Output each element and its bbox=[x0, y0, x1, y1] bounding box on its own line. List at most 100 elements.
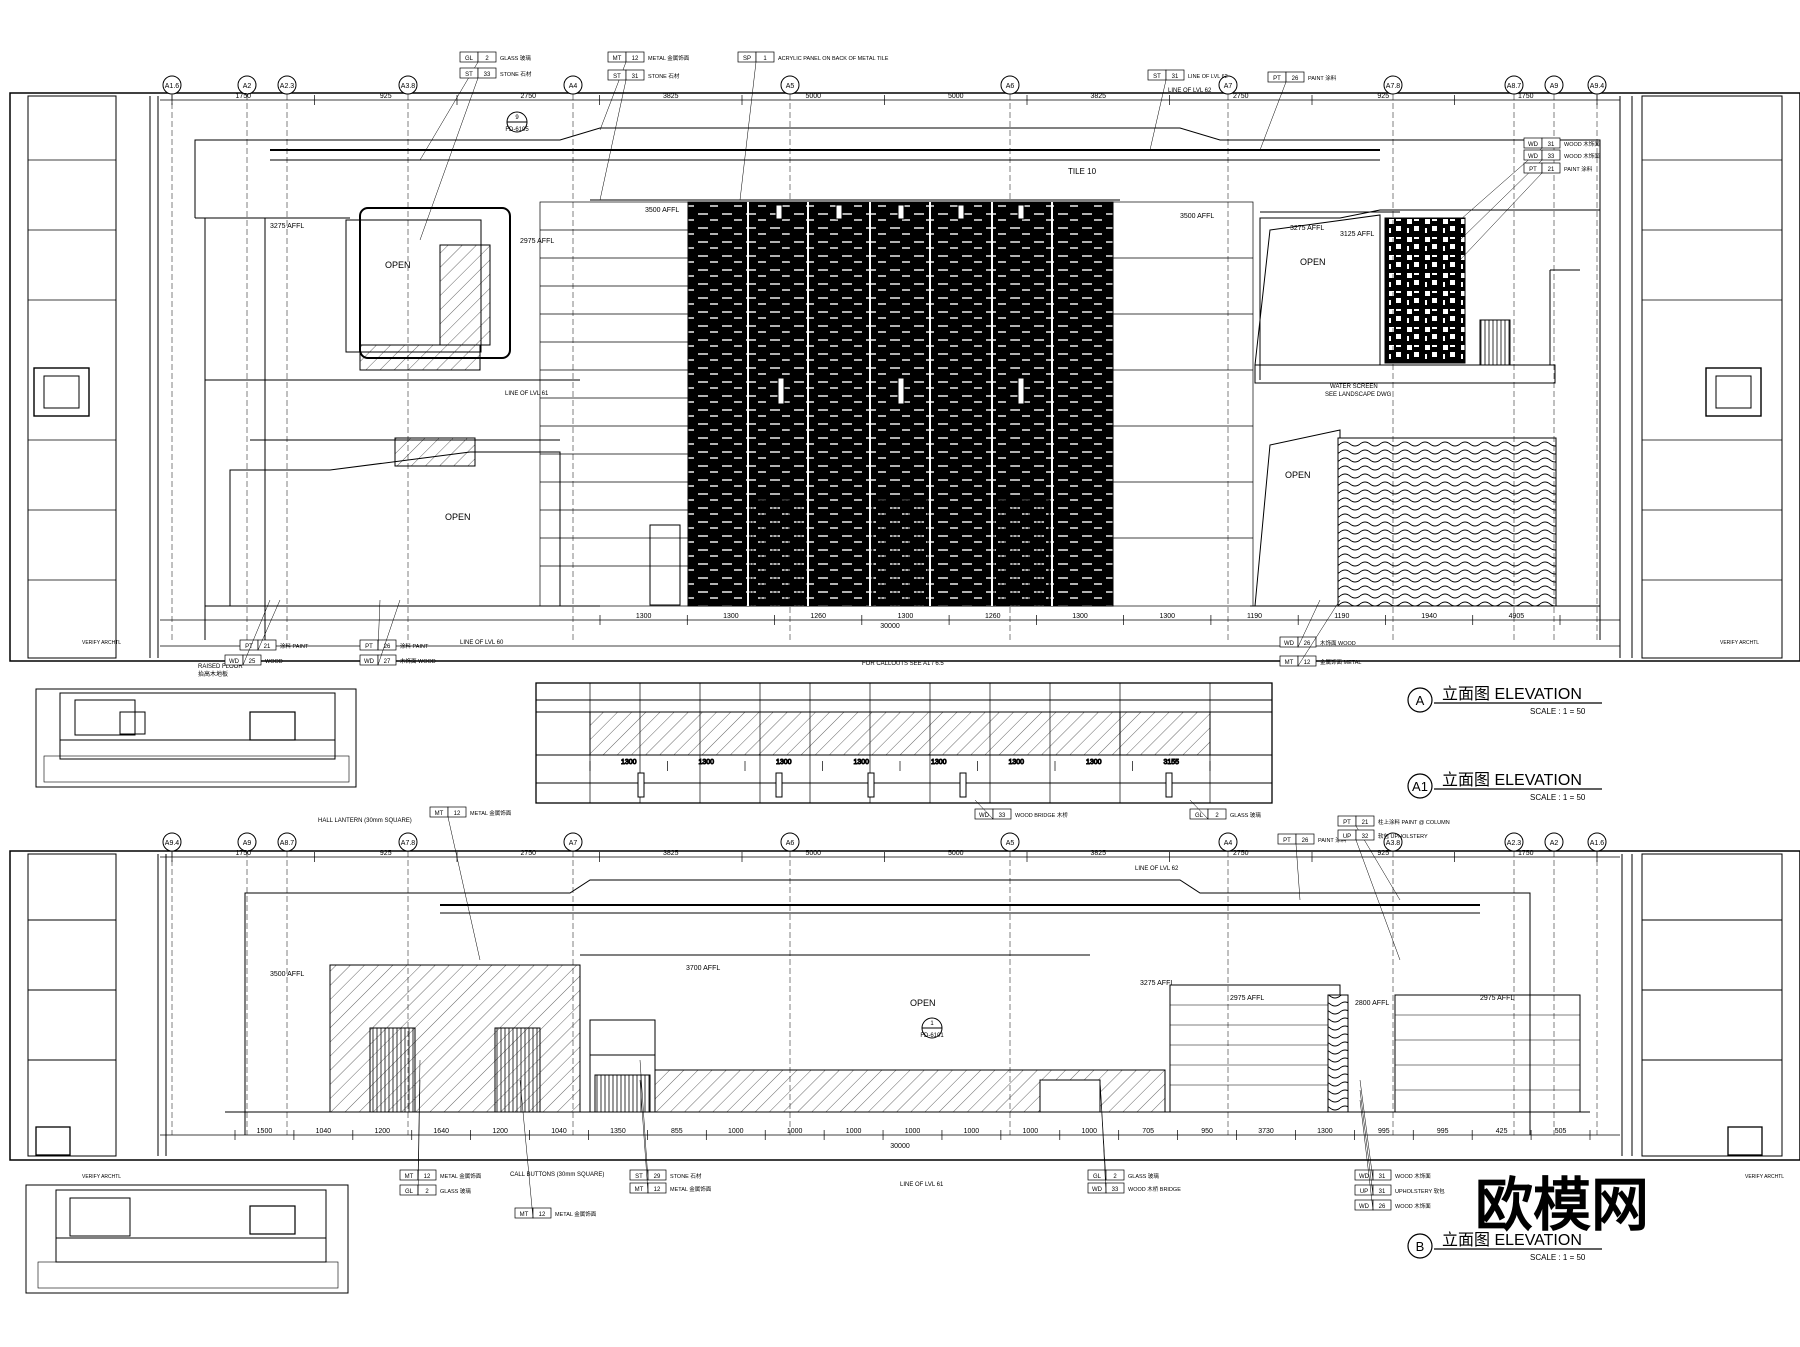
svg-text:WOOD 木桥 BRIDGE: WOOD 木桥 BRIDGE bbox=[1128, 1185, 1181, 1193]
svg-text:1: 1 bbox=[763, 56, 767, 62]
svg-text:32: 32 bbox=[1362, 834, 1369, 840]
section-callout-1: 1 FD-6101 bbox=[920, 1017, 944, 1039]
dimension-value: 1260 bbox=[985, 613, 1001, 620]
dimension-value: 1300 bbox=[1317, 1128, 1333, 1135]
svg-text:FD-6101: FD-6101 bbox=[920, 1033, 944, 1039]
dimension-value: 1040 bbox=[551, 1128, 567, 1135]
grid-bubble-a8-7: A8.7 bbox=[1504, 75, 1524, 640]
elevation-marker: B bbox=[1416, 1239, 1425, 1254]
dimension-value: 1300 bbox=[898, 613, 914, 620]
line-lvl-62-b: LINE OF LVL 62 bbox=[1135, 866, 1179, 872]
dimension-value: 1350 bbox=[610, 1128, 626, 1135]
svg-text:26: 26 bbox=[1292, 76, 1299, 82]
grid-label: A2 bbox=[243, 83, 252, 90]
dimension-value: 2750 bbox=[520, 93, 536, 100]
afl-b-5: 2800 AFFL bbox=[1355, 1000, 1389, 1007]
svg-text:木饰面 WOOD: 木饰面 WOOD bbox=[400, 657, 436, 665]
svg-text:LINE OF LVL 62: LINE OF LVL 62 bbox=[1188, 74, 1228, 80]
dimension-value: 925 bbox=[1377, 850, 1389, 857]
dimension-value: 3730 bbox=[1258, 1128, 1274, 1135]
grid-bubble-a4: A4 bbox=[1218, 832, 1238, 1135]
verify-b-2: VERIFY ARCHTL bbox=[1745, 1174, 1784, 1180]
afl-b-2: 3700 AFFL bbox=[686, 965, 720, 972]
svg-text:MT: MT bbox=[520, 1212, 529, 1218]
svg-text:PT: PT bbox=[1273, 76, 1281, 82]
svg-text:PT: PT bbox=[245, 644, 253, 650]
svg-text:WD: WD bbox=[1284, 641, 1295, 647]
grid-bubble-a7: A7 bbox=[563, 832, 583, 1135]
dimension-value: 3825 bbox=[1090, 850, 1106, 857]
dimension-value: 1500 bbox=[257, 1128, 273, 1135]
dimension-value: 1000 bbox=[905, 1128, 921, 1135]
dimension-value: 1190 bbox=[1334, 613, 1349, 620]
dimension-value: 5000 bbox=[948, 93, 964, 100]
grid-label: A8.7 bbox=[280, 840, 295, 847]
svg-text:GL: GL bbox=[1093, 1174, 1102, 1180]
afl-b-3: 3275 AFFL bbox=[1140, 980, 1174, 987]
svg-text:9: 9 bbox=[515, 115, 519, 121]
grid-label: A9.4 bbox=[1590, 83, 1605, 90]
grid-label: A9 bbox=[243, 840, 252, 847]
dimension-value: 1190 bbox=[1247, 613, 1262, 620]
dimension-value: 4905 bbox=[1509, 613, 1525, 620]
elevation-marker: A bbox=[1416, 693, 1425, 708]
svg-text:GLASS 玻璃: GLASS 玻璃 bbox=[500, 54, 531, 62]
svg-text:WD: WD bbox=[1528, 142, 1539, 148]
watermark-logo: 欧模网 bbox=[1475, 1173, 1649, 1238]
left-open-area bbox=[204, 207, 600, 640]
grid-bubble-a2: A2 bbox=[237, 75, 257, 640]
afl-label-5: 3275 AFFL bbox=[1290, 225, 1324, 232]
svg-text:33: 33 bbox=[484, 72, 491, 78]
svg-text:12: 12 bbox=[539, 1212, 546, 1218]
svg-text:STONE 石材: STONE 石材 bbox=[670, 1172, 702, 1180]
open-label-3: OPEN bbox=[1300, 257, 1326, 267]
svg-text:WOOD 木饰面: WOOD 木饰面 bbox=[1564, 152, 1600, 160]
svg-text:1: 1 bbox=[930, 1021, 934, 1027]
left-column-panel-b bbox=[27, 853, 167, 1157]
svg-text:涂料 PAINT: 涂料 PAINT bbox=[280, 642, 309, 650]
grid-bubble-a2-3: A2.3 bbox=[1504, 832, 1524, 1135]
grid-bubble-a5: A5 bbox=[780, 75, 800, 640]
svg-text:26: 26 bbox=[1302, 838, 1309, 844]
svg-text:WD: WD bbox=[979, 813, 990, 819]
dimension-value: 925 bbox=[380, 93, 392, 100]
feature-wall-metal-tile bbox=[687, 201, 1114, 607]
dimension-value: 925 bbox=[1377, 93, 1389, 100]
svg-text:涂料 PAINT: 涂料 PAINT bbox=[400, 642, 429, 650]
svg-text:2: 2 bbox=[425, 1189, 429, 1195]
svg-text:12: 12 bbox=[654, 1187, 661, 1193]
svg-text:GLASS 玻璃: GLASS 玻璃 bbox=[1128, 1172, 1159, 1180]
grid-label: A3.8 bbox=[1386, 840, 1401, 847]
grid-bubble-a7-8: A7.8 bbox=[1383, 75, 1403, 640]
dimension-value: 3825 bbox=[663, 850, 679, 857]
open-label-1: OPEN bbox=[385, 260, 411, 270]
dimension-value: 705 bbox=[1142, 1128, 1154, 1135]
svg-text:12: 12 bbox=[454, 811, 461, 817]
svg-text:PT: PT bbox=[365, 644, 373, 650]
svg-text:METAL 金属饰面: METAL 金属饰面 bbox=[440, 1172, 482, 1180]
svg-text:ST: ST bbox=[1153, 74, 1161, 80]
tile-label: TILE 10 bbox=[1068, 167, 1097, 176]
dimension-value: 1750 bbox=[235, 93, 251, 100]
right-open-area bbox=[1250, 209, 1601, 640]
dimension-value: 1640 bbox=[433, 1128, 449, 1135]
dimension-value: 995 bbox=[1437, 1128, 1449, 1135]
svg-text:柱上涂料 PAINT @ COLUMN: 柱上涂料 PAINT @ COLUMN bbox=[1378, 818, 1450, 826]
dimension-value: 925 bbox=[380, 850, 392, 857]
